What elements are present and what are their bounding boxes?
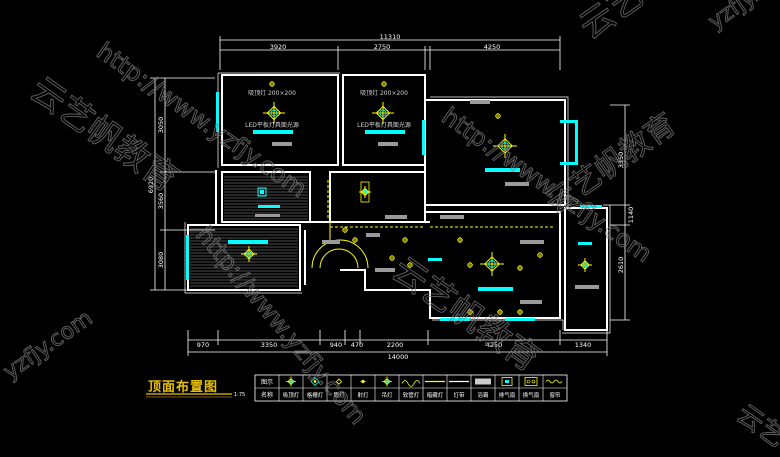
dim-left-3: 3080 (157, 252, 165, 269)
vent-fan-icon (524, 377, 538, 386)
windows (186, 92, 602, 321)
legend-label-11: 窗帘 (549, 391, 561, 399)
legend-label-7: 灯带 (453, 391, 465, 399)
legend-label-10: 换气扇 (523, 391, 540, 399)
right-dimension-chain (610, 104, 630, 321)
dim-left-1: 3050 (157, 117, 165, 134)
top-dimension-chain (219, 36, 561, 70)
legend-label-2: 筒灯 (333, 391, 345, 399)
ceiling-lamp-bedroom-2 (372, 102, 394, 124)
watermark-3: yzfjy.com (0, 306, 97, 385)
dining-lamp-frame (360, 181, 370, 203)
legend-label-5: 软管灯 (403, 391, 420, 399)
room1-label-a: 吸顶灯 200×200 (248, 89, 296, 97)
dim-bottom-2: 3350 (261, 341, 278, 349)
dim-top-1: 3920 (270, 43, 287, 51)
downlight-6 (407, 262, 413, 268)
watermark-7: 云艺帆教育 (385, 250, 547, 380)
legend-label-6: 暗藏灯 (427, 391, 444, 399)
hose-lamp-icon (401, 380, 421, 387)
downlight-2 (495, 113, 501, 119)
bottom-dimension-chain (187, 330, 608, 356)
doors (311, 222, 369, 269)
watermark-8: 云艺 (731, 399, 780, 453)
legend-label-8: 浴霸 (477, 391, 489, 399)
grid-lamp-kitchen-core (260, 190, 264, 194)
legend-header-name: 名称 (261, 391, 273, 399)
dim-bottom-7: 1340 (575, 341, 592, 349)
dim-bottom-5: 2200 (387, 341, 404, 349)
ceiling-lamp-living (480, 252, 504, 276)
watermark-6: yzfjy.com (704, 0, 780, 35)
dim-right-3: 2610 (617, 257, 625, 274)
dim-right-1: 3350 (617, 152, 625, 169)
downlight-9 (517, 265, 523, 271)
room2-label-a: 吸顶灯 200×200 (360, 89, 408, 97)
ceiling-lamp-master (493, 134, 517, 158)
dim-top-total: 11310 (380, 33, 401, 41)
lamp-layer (241, 81, 592, 315)
dim-bottom-6: 4250 (486, 341, 503, 349)
downlight-5 (389, 255, 395, 261)
dim-bottom-3: 940 (330, 341, 342, 349)
spotlight-icon (360, 379, 366, 384)
legend-label-1: 格栅灯 (307, 391, 324, 399)
dim-left-total: 6920 (147, 177, 155, 194)
legend-label-3: 射灯 (357, 391, 369, 399)
dim-top-3: 4250 (484, 43, 501, 51)
downlight-icon (335, 378, 343, 385)
lamp-legend-table: 图示名称 吸顶灯格栅灯 筒灯 射灯 吊灯 软管灯暗藏灯 灯带 浴霸 排气扇换气扇 窗帘 (254, 374, 568, 402)
room2-label-b: LED平板灯具面光源 (357, 121, 411, 129)
room1-label-b: LED平板灯具面光源 (245, 121, 299, 129)
dim-bottom-1: 970 (197, 341, 209, 349)
watermark-5: http://www.yzfjy.com (437, 102, 657, 268)
curtain-icon (545, 379, 563, 384)
watermark-9: http://www.yzfjy.com (190, 221, 372, 430)
watermark-1: http://www.yzfjy.com (92, 37, 312, 203)
ceiling-lamp-side (578, 258, 592, 272)
downlight-7 (352, 237, 358, 243)
downlight-12 (497, 309, 503, 315)
legend-header-symbol: 图示 (261, 379, 273, 386)
bath-heater-icon (475, 378, 491, 385)
legend-label-4: 吊灯 (381, 391, 393, 399)
downlight-4 (402, 237, 408, 243)
downlight-8 (467, 262, 473, 268)
exhaust-fan-icon (501, 377, 513, 386)
ceiling-lamp-bedroom-1 (263, 102, 285, 124)
downlight-1 (381, 81, 387, 87)
legend-label-0: 吸顶灯 (283, 391, 300, 399)
grid-lamp-kitchen (257, 187, 267, 197)
dim-right-2: 1140 (627, 207, 635, 224)
downlight-0 (269, 81, 275, 87)
downlight-14 (467, 309, 473, 315)
ceiling-lamp-balcony (241, 246, 257, 262)
ceiling-lamp-icon (286, 376, 296, 387)
downlight-13 (517, 309, 523, 315)
dim-bottom-total: 14000 (388, 353, 409, 361)
dim-top-2: 2750 (374, 43, 391, 51)
drawing-title: 顶面布置图 (148, 379, 218, 395)
drawing-scale: 1:75 (234, 392, 245, 398)
hidden-light-strips (327, 180, 555, 228)
downlight-11 (537, 252, 543, 258)
legend-label-9: 排气扇 (499, 391, 516, 399)
dim-bottom-4: 470 (351, 341, 363, 349)
pendant-lamp-icon (382, 376, 392, 387)
fixture-labels: 吸顶灯 200×200 LED平板灯具面光源 吸顶灯 200×200 LED平板… (228, 89, 599, 304)
downlight-10 (457, 237, 463, 243)
dim-left-2: 3560 (157, 193, 165, 210)
downlight-3 (342, 227, 348, 233)
grid-lamp-icon (310, 376, 320, 387)
